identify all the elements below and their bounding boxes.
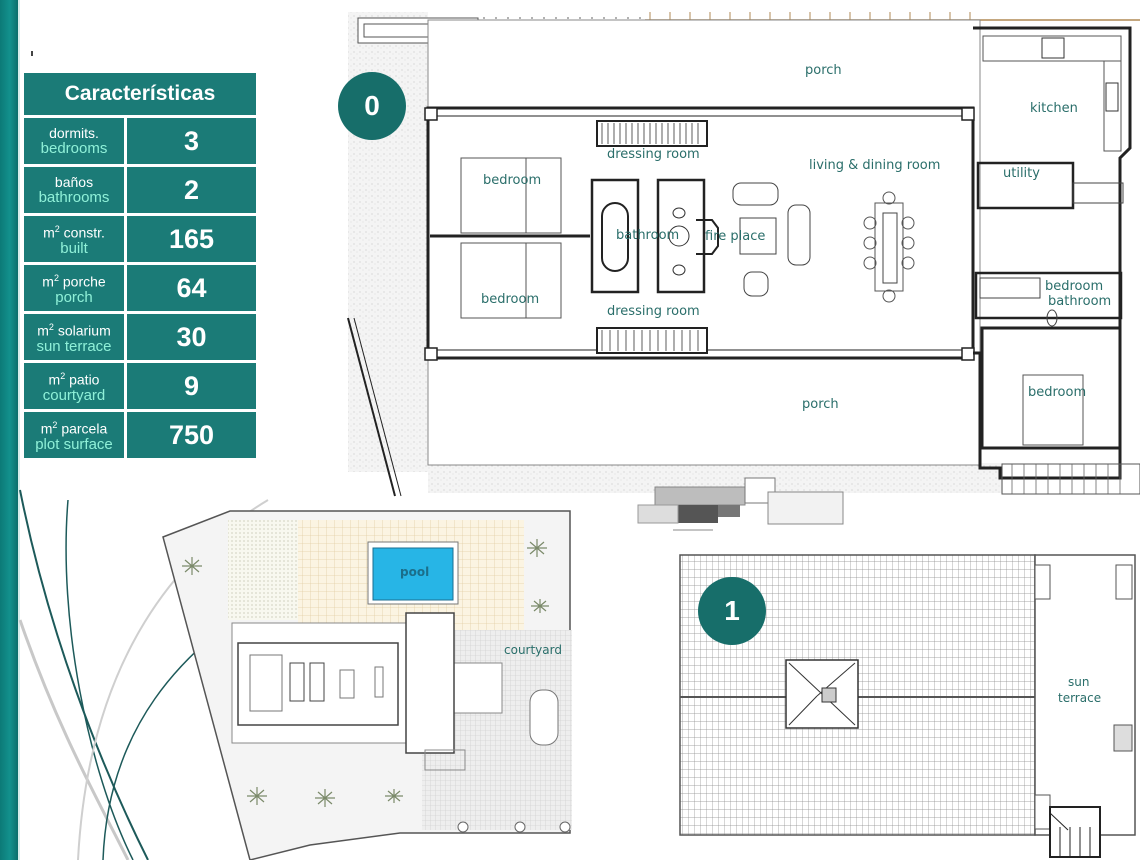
label-en: bathrooms	[38, 189, 110, 206]
row-label: m2 parcela plot surface	[24, 412, 124, 458]
room-label-bedroom-right: bedroom	[1028, 385, 1087, 400]
site-plan-drawing	[162, 510, 572, 860]
room-label-utility: utility	[1003, 166, 1040, 181]
row-label: m2 constr. built	[24, 216, 124, 262]
features-table: Características dormits. bedrooms 3 baño…	[24, 73, 256, 461]
ground-floor-plan: 0 porch kitchen dressing room living & d…	[338, 8, 1140, 498]
site-plan: pool courtyard	[150, 495, 580, 860]
label-en: plot surface	[35, 435, 113, 453]
row-value: 30	[127, 314, 256, 360]
room-label-sun: sun	[1068, 675, 1090, 689]
ground-floor-badge: 0	[338, 72, 406, 140]
label-es: m2 porche	[42, 273, 106, 290]
room-label-kitchen: kitchen	[1030, 101, 1078, 116]
room-label-terrace: terrace	[1058, 691, 1102, 705]
table-row-plot-surface: m2 parcela plot surface 750	[24, 412, 256, 458]
label-en: built	[60, 239, 88, 257]
row-label: dormits. bedrooms	[24, 118, 124, 164]
label-en: sun terrace	[36, 337, 112, 355]
room-label-porch-bottom: porch	[802, 397, 839, 412]
table-row-porch: m2 porche porch 64	[24, 265, 256, 311]
label-es: m2 parcela	[40, 420, 108, 437]
room-label-dressing-top: dressing room	[607, 147, 700, 162]
side-accent-edge	[18, 0, 20, 860]
room-label-bedroom-top: bedroom	[483, 173, 542, 188]
site-label-courtyard: courtyard	[504, 643, 562, 657]
site-label-pool: pool	[400, 565, 430, 579]
room-label-living-dining: living & dining room	[809, 158, 941, 173]
row-value: 165	[127, 216, 256, 262]
label-es: m2 solarium	[37, 322, 111, 339]
room-label-bedroom-bathroom-2: bathroom	[1048, 294, 1112, 309]
row-label: m2 patio courtyard	[24, 363, 124, 409]
table-row-bedrooms: dormits. bedrooms 3	[24, 118, 256, 164]
label-en: bedrooms	[40, 140, 108, 157]
elevation-drawing	[637, 477, 844, 531]
room-label-dressing-bottom: dressing room	[607, 304, 700, 319]
side-accent-bar	[0, 0, 18, 860]
first-floor-plan: 1 sun terrace	[676, 545, 1140, 860]
room-label-bedroom-bottom: bedroom	[481, 292, 540, 307]
table-row-built: m2 constr. built 165	[24, 216, 256, 262]
table-row-sun-terrace: m2 solarium sun terrace 30	[24, 314, 256, 360]
row-label: baños bathrooms	[24, 167, 124, 213]
row-value: 64	[127, 265, 256, 311]
label-en: porch	[55, 288, 93, 306]
row-value: 3	[127, 118, 256, 164]
table-row-bathrooms: baños bathrooms 2	[24, 167, 256, 213]
label-es: dormits.	[49, 125, 99, 141]
label-es: m2 constr.	[43, 224, 105, 241]
room-label-fireplace: fire place	[705, 229, 766, 244]
row-value: 2	[127, 167, 256, 213]
room-label-bathroom: bathroom	[616, 228, 680, 243]
features-table-title: Características	[24, 73, 256, 115]
row-label: m2 porche porch	[24, 265, 124, 311]
tick-mark	[31, 51, 35, 56]
first-floor-badge: 1	[698, 577, 766, 645]
ground-floor-drawing	[347, 12, 1140, 497]
table-row-courtyard: m2 patio courtyard 9	[24, 363, 256, 409]
row-value: 750	[127, 412, 256, 458]
row-value: 9	[127, 363, 256, 409]
room-label-porch-top: porch	[805, 63, 842, 78]
label-es: baños	[54, 174, 94, 190]
label-en: courtyard	[42, 386, 106, 404]
room-label-bedroom-bathroom-1: bedroom	[1045, 279, 1104, 294]
label-es: m2 patio	[48, 371, 100, 388]
row-label: m2 solarium sun terrace	[24, 314, 124, 360]
